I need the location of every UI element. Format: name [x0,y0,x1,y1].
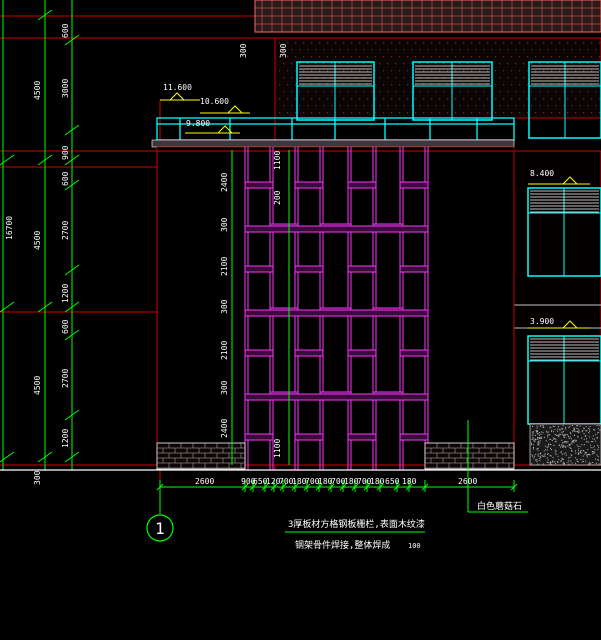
bottom-dim-3: 650 [253,477,268,486]
wall-dim-3: 2400 [220,173,229,192]
floor-slab [151,139,515,152]
bottom-dim-15: 2600 [458,477,477,486]
top-dim-2: 300 [279,43,288,58]
grid-axis-label: 1 [155,519,165,538]
bottom-dim-6: 180 [292,477,307,486]
dim-inner-3: 900 [61,145,70,160]
bottom-dim-2: 900 [241,477,256,486]
dim-inner-5: 2700 [61,221,70,240]
grid-axis-bubble [146,490,174,542]
dim-inner-8: 2700 [61,369,70,388]
material-label: 白色蘑菇石 [477,500,522,512]
dim-outer-3: 4500 [33,376,42,395]
right-building [513,150,601,466]
dim-inner-6: 1200 [61,284,70,303]
note-number: 100 [408,542,421,550]
level-markers [160,92,590,329]
top-dim-1: 300 [239,43,248,58]
lattice-screen [244,147,429,470]
bottom-dim-9: 700 [331,477,346,486]
level-floor-2: 3.900 [530,317,554,326]
dim-outer-2: 4500 [33,231,42,250]
bottom-dim-12: 180 [370,477,385,486]
wall-dim-9: 2400 [220,419,229,438]
bottom-dim-5: 700 [279,477,294,486]
wall-dim-7: 2100 [220,341,229,360]
level-floor-3: 8.400 [530,169,554,178]
dim-inner-7: 600 [61,319,70,334]
wall-dim-6: 300 [220,299,229,314]
bottom-dim-10: 180 [344,477,359,486]
dim-total: 16700 [5,216,14,240]
bottom-dim-7: 700 [305,477,320,486]
balcony-railing [156,117,515,141]
level-parapet-mid: 10.600 [200,97,229,106]
wall-dim-2: 200 [273,190,282,205]
bottom-dim-4: 120 [266,477,281,486]
wall-dimension-line [231,150,290,465]
dim-inner-1: 600 [61,23,70,38]
dim-inner-4: 600 [61,171,70,186]
dim-outer-4: 300 [33,470,42,485]
bottom-dimension-line [156,480,518,492]
roof-tiles [254,0,601,33]
bottom-dim-1: 2600 [195,477,214,486]
note-line-1: 3厚板材方格钢板栅栏,表面木纹漆 [288,518,425,530]
wall-dim-1: 1100 [273,151,282,170]
note-line-2: 钢架骨件焊接,整体焊成 [295,539,390,551]
left-dimension-lines [0,0,80,470]
wall-dim-10: 1100 [273,439,282,458]
wall-dim-5: 2100 [220,257,229,276]
dim-inner-2: 3000 [61,79,70,98]
bottom-dim-11: 700 [357,477,372,486]
dim-inner-9: 1200 [61,429,70,448]
bottom-dim-13: 650 [385,477,400,486]
bottom-dim-8: 180 [318,477,333,486]
wall-dim-8: 300 [220,380,229,395]
level-parapet-low: 9.800 [186,119,210,128]
brick-base [156,442,515,470]
level-parapet-top: 11.600 [163,83,192,92]
dim-outer-1: 4500 [33,81,42,100]
wall-dim-4: 300 [220,217,229,232]
bottom-dim-14: 180 [402,477,417,486]
material-leader [467,420,528,513]
